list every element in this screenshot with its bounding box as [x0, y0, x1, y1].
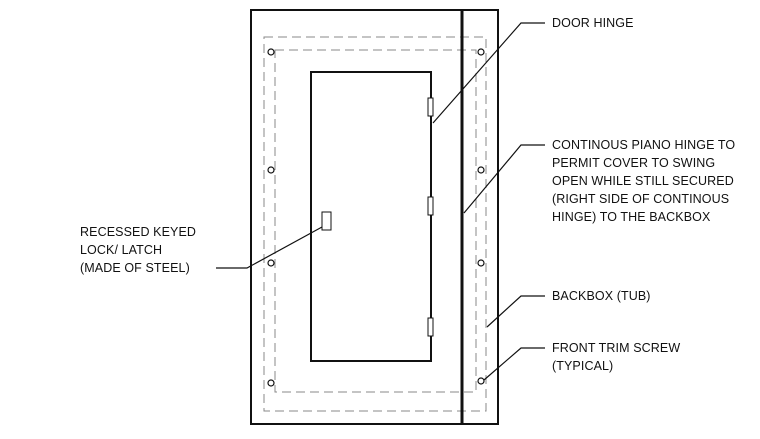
label-line: OPEN WHILE STILL SECURED [552, 174, 734, 188]
backbox-inner-hidden-outline [274, 49, 477, 393]
label-line: DOOR HINGE [552, 16, 634, 30]
trim-screw [477, 259, 485, 267]
label-line: HINGE) TO THE BACKBOX [552, 210, 711, 224]
trim-screw [477, 48, 485, 56]
trim-screw [267, 48, 275, 56]
label-trim-screw: FRONT TRIM SCREW (TYPICAL) [552, 339, 680, 375]
leader-trim-screw [483, 347, 545, 381]
trim-screw [477, 166, 485, 174]
trim-cover-outline [250, 9, 499, 425]
label-line: (TYPICAL) [552, 359, 614, 373]
trim-screw [267, 379, 275, 387]
leader-door-hinge [432, 22, 545, 124]
recessed-lock [321, 211, 332, 231]
label-line: CONTINOUS PIANO HINGE TO [552, 138, 736, 152]
label-line: (MADE OF STEEL) [80, 261, 190, 275]
door-hinge-top [427, 97, 434, 117]
trim-screw [267, 166, 275, 174]
leader-backbox [486, 295, 545, 328]
label-line: PERMIT COVER TO SWING [552, 156, 716, 170]
label-door-hinge: DOOR HINGE [552, 14, 634, 32]
label-line: (RIGHT SIDE OF CONTINOUS [552, 192, 730, 206]
label-backbox: BACKBOX (TUB) [552, 287, 651, 305]
label-line: FRONT TRIM SCREW [552, 341, 681, 355]
door-hinge-middle [427, 196, 434, 216]
door-hinge-bottom [427, 317, 434, 337]
label-line: RECESSED KEYED [80, 225, 197, 239]
label-piano-hinge: CONTINOUS PIANO HINGE TO PERMIT COVER TO… [552, 136, 735, 226]
leader-lock [216, 226, 323, 269]
label-line: BACKBOX (TUB) [552, 289, 651, 303]
backbox-hidden-outline [263, 36, 487, 412]
label-lock: RECESSED KEYED LOCK/ LATCH (MADE OF STEE… [80, 223, 196, 277]
trim-screw [267, 259, 275, 267]
trim-screw [477, 377, 485, 385]
label-line: LOCK/ LATCH [80, 243, 163, 257]
leader-piano-hinge [463, 144, 545, 214]
